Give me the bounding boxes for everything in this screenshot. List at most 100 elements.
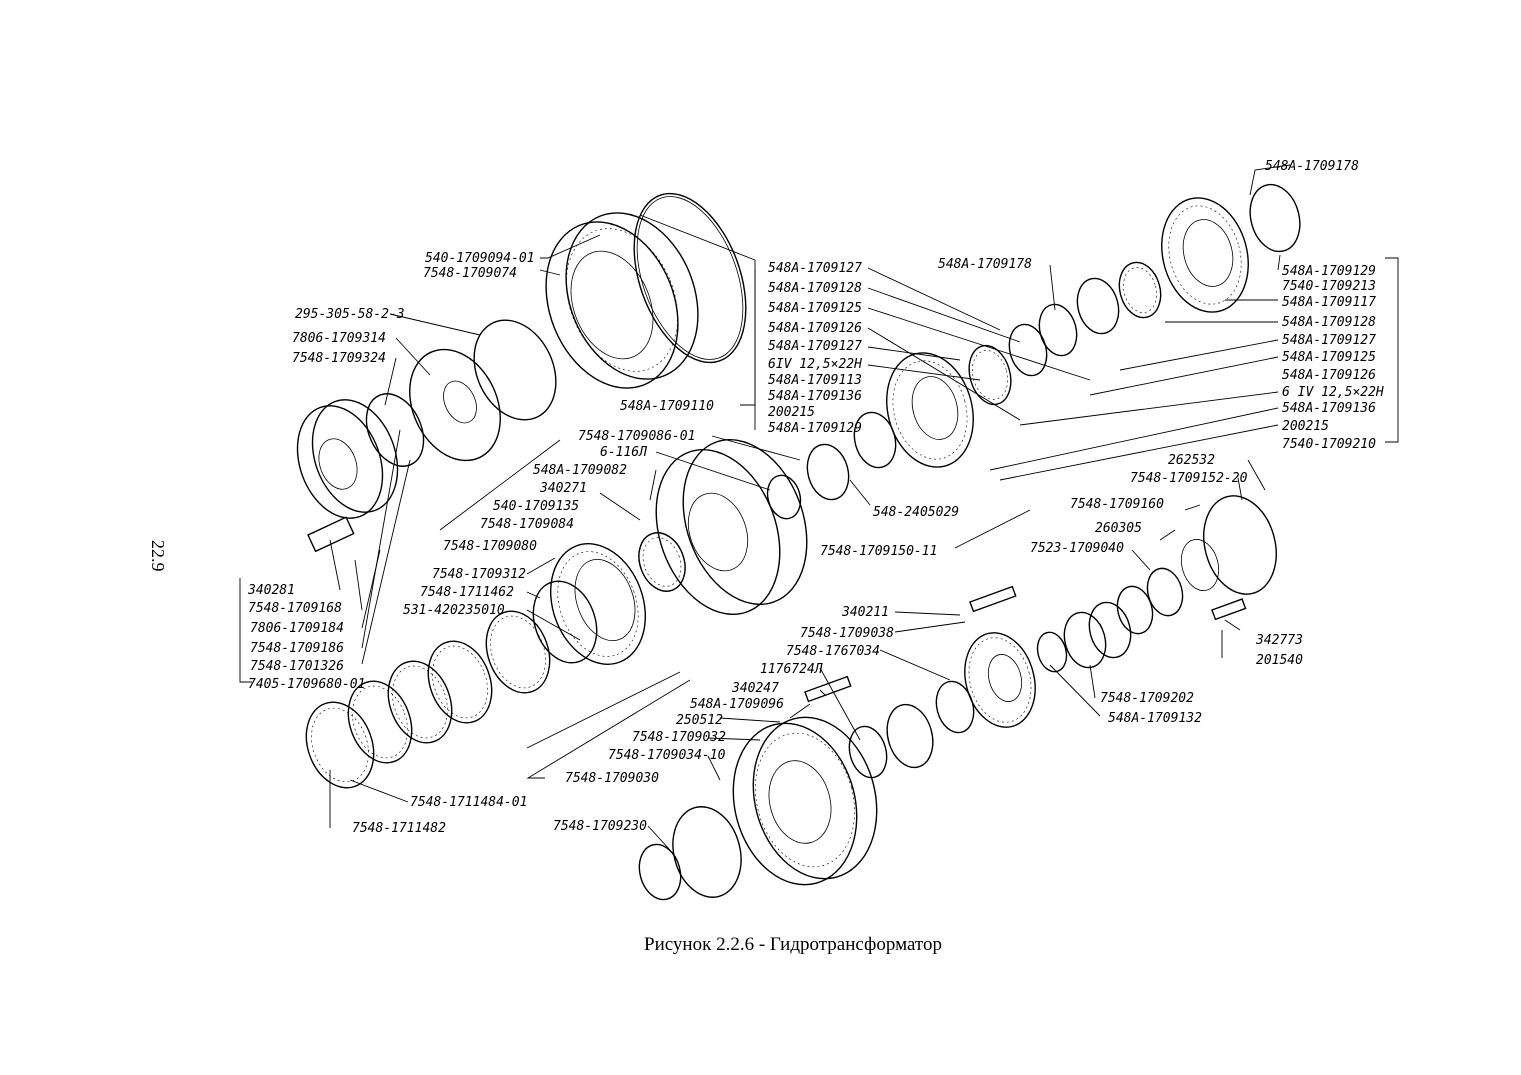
bolt-340211: [969, 585, 1017, 613]
stator-reactor: [732, 716, 878, 886]
label-340247: 340247: [731, 681, 779, 696]
seal-7548-1709230-large: [672, 806, 742, 898]
label-7548-1709074: 7548-1709074: [423, 266, 517, 281]
stator-wheel-7540-1709213: [1161, 197, 1249, 313]
label-260305: 260305: [1095, 521, 1142, 536]
label-7806-1709184: 7806-1709184: [250, 621, 344, 636]
label-7548-1709324: 7548-1709324: [292, 351, 386, 366]
label-7548-1709230: 7548-1709230: [553, 819, 647, 834]
ring-7523-1709040-b: [1146, 567, 1184, 617]
turbine-housing: [545, 212, 699, 389]
ring-7523-1709040-a: [1116, 585, 1154, 635]
label-6iv-12-5x22h-r: 6 IV 12,5×22Н: [1282, 385, 1384, 400]
label-262532: 262532: [1168, 453, 1215, 468]
label-7548-1767034: 7548-1767034: [786, 644, 880, 659]
label-548-2405029: 548-2405029: [873, 505, 959, 520]
seal-ring-295: [473, 319, 557, 421]
bolt-342773: [1211, 598, 1247, 621]
figure-caption: Рисунок 2.2.6 - Гидротрансформатор: [644, 934, 942, 955]
label-6iv-12-5x22h: 6IV 12,5×22Н: [768, 357, 862, 372]
planet-gear: [638, 532, 686, 592]
label-548a-1709136-r: 548А-1709136: [1282, 401, 1376, 416]
label-548a-1709129-r: 548А-1709129: [1282, 264, 1376, 279]
ring-548a-1709178: [1038, 303, 1078, 357]
leader-lines: [239, 164, 1399, 851]
label-548a-1709126-r: 548А-1709126: [1282, 368, 1376, 383]
label-7548-1709084: 7548-1709084: [480, 517, 574, 532]
cover-plate-7806: [409, 348, 501, 462]
label-548a-1709113: 548А-1709113: [768, 373, 862, 388]
bearing-ring-c: [935, 680, 975, 734]
label-531-420235010: 531-420235010: [403, 603, 505, 618]
label-548a-1709117: 548А-1709117: [1282, 295, 1376, 310]
label-548a-1709125: 548А-1709125: [768, 301, 862, 316]
label-7548-1709168: 7548-1709168: [248, 601, 342, 616]
label-7806-1709314: 7806-1709314: [292, 331, 386, 346]
label-200215: 200215: [768, 405, 815, 420]
ring-6-116l: [766, 474, 802, 520]
label-540-1709135: 540-1709135: [493, 499, 579, 514]
label-7548-1709038: 7548-1709038: [800, 626, 894, 641]
bearing-ring-a: [848, 725, 888, 779]
large-o-ring-inner: [636, 196, 744, 360]
label-548a-1709082: 548А-1709082: [533, 463, 627, 478]
seal-7548-1709230: [638, 843, 682, 901]
label-548a-1709129: 548А-1709129: [768, 421, 862, 436]
label-548a-1709110: 548А-1709110: [620, 399, 714, 414]
label-7548-1709150-11: 7548-1709150-11: [820, 544, 937, 559]
label-7540-1709213: 7540-1709213: [1282, 279, 1376, 294]
label-250512: 250512: [676, 713, 723, 728]
label-7548-1709160: 7548-1709160: [1070, 497, 1164, 512]
label-7548-1701326: 7548-1701326: [250, 659, 344, 674]
label-548a-1709125-r: 548А-1709125: [1282, 350, 1376, 365]
gear-ring-7548-1709312: [549, 543, 647, 665]
clutch-disc-stack: [305, 610, 551, 789]
label-548a-1709178: 548А-1709178: [938, 257, 1032, 272]
label-7548-1709034-10: 7548-1709034-10: [608, 748, 726, 763]
label-7548-1709030: 7548-1709030: [565, 771, 659, 786]
label-548a-1709127-r: 548А-1709127: [1282, 333, 1376, 348]
hub-flange: [296, 399, 399, 519]
label-200215-r: 200215: [1282, 419, 1329, 434]
ring-548a-1709126: [1008, 323, 1048, 377]
gear-7548-1767034: [964, 632, 1036, 728]
label-340281: 340281: [247, 583, 295, 598]
label-548a-1709132: 548А-1709132: [1108, 711, 1202, 726]
bearing-7548-1709202: [1063, 601, 1132, 669]
label-7548-1711484-01: 7548-1711484-01: [410, 795, 527, 810]
label-295-305-58-2-3: 295-305-58-2-3: [295, 307, 405, 322]
label-7523-1709040: 7523-1709040: [1030, 541, 1124, 556]
parts-group: [296, 183, 1301, 901]
bolt-340281: [307, 516, 355, 553]
label-548a-1709178-top: 548А-1709178: [1265, 159, 1359, 174]
label-7548-1709312: 7548-1709312: [432, 567, 526, 582]
label-7548-1709086-01: 7548-1709086-01: [578, 429, 695, 444]
snap-ring-7548-1711462: [532, 580, 598, 664]
ring-548a-1709132: [1036, 631, 1068, 673]
label-540-1709094-01: 540-1709094-01: [425, 251, 535, 266]
label-7548-1709080: 7548-1709080: [443, 539, 537, 554]
label-340211: 340211: [841, 605, 889, 620]
bolt-340247: [804, 675, 852, 703]
label-342773: 342773: [1255, 633, 1303, 648]
label-7548-1709032: 7548-1709032: [632, 730, 726, 745]
page-number: 22.9: [148, 540, 168, 572]
ring-7548-1709324: [365, 393, 425, 467]
label-548a-1709127: 548А-1709127: [768, 261, 862, 276]
label-7540-1709210: 7540-1709210: [1282, 437, 1376, 452]
bearing-cage-548a-1709117: [1118, 261, 1162, 319]
label-340271: 340271: [539, 481, 587, 496]
label-7548-1709186: 7548-1709186: [250, 641, 344, 656]
label-7548-1711462: 7548-1711462: [420, 585, 514, 600]
ring-548a-1709178-top: [1249, 183, 1301, 253]
label-7548-1709202: 7548-1709202: [1100, 691, 1194, 706]
label-548a-1709128-r: 548А-1709128: [1282, 315, 1376, 330]
bearing-ring-b: [886, 703, 934, 769]
label-7405-1709680-01: 7405-1709680-01: [248, 677, 365, 692]
converter-body: [655, 438, 808, 616]
label-1176724l: 1176724Л: [760, 662, 823, 677]
label-548a-1709096: 548А-1709096: [690, 697, 784, 712]
label-7548-1711482: 7548-1711482: [352, 821, 446, 836]
large-o-ring: [633, 192, 747, 364]
